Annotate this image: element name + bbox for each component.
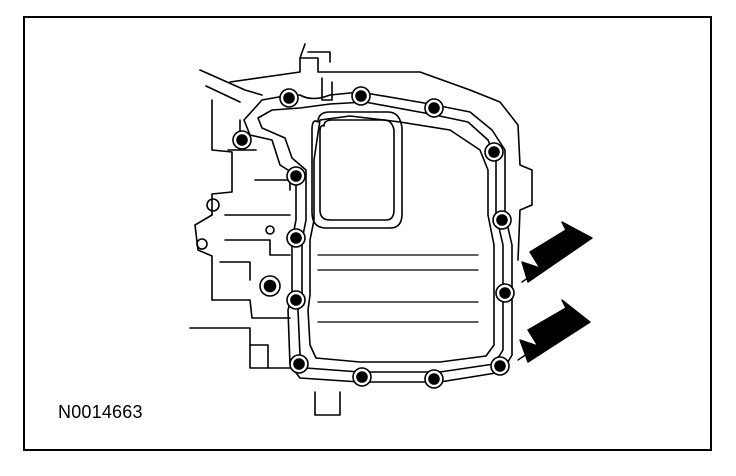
- filter-window: [311, 111, 403, 229]
- bolt-icon: [289, 354, 309, 374]
- bolt-icon: [484, 142, 504, 162]
- bolt-icon: [424, 98, 444, 118]
- bolt-icon: [351, 86, 371, 106]
- bolt-icon: [286, 166, 306, 186]
- bolt-icon: [286, 290, 306, 310]
- figure-reference-id: N0014663: [58, 402, 143, 422]
- bolt-icon: [492, 210, 512, 230]
- pan-flange: [243, 91, 513, 383]
- pan-ribs: [317, 254, 479, 323]
- bolt-icon: [259, 275, 281, 297]
- arrow-icon: [517, 299, 591, 363]
- bolt-icon: [279, 88, 299, 108]
- transmission-case: [189, 43, 533, 416]
- transmission-pan-illustration: [189, 43, 593, 416]
- figure-frame: N0014663: [23, 16, 712, 451]
- pan-bolts: [232, 86, 515, 389]
- bolt-icon: [490, 356, 510, 376]
- bolt-icon: [495, 283, 515, 303]
- callout-arrows: [517, 221, 593, 363]
- bolt-icon: [232, 130, 252, 150]
- arrow-icon: [521, 221, 593, 283]
- bolt-icon: [424, 369, 444, 389]
- bolt-icon: [286, 228, 306, 248]
- bolt-icon: [352, 367, 372, 387]
